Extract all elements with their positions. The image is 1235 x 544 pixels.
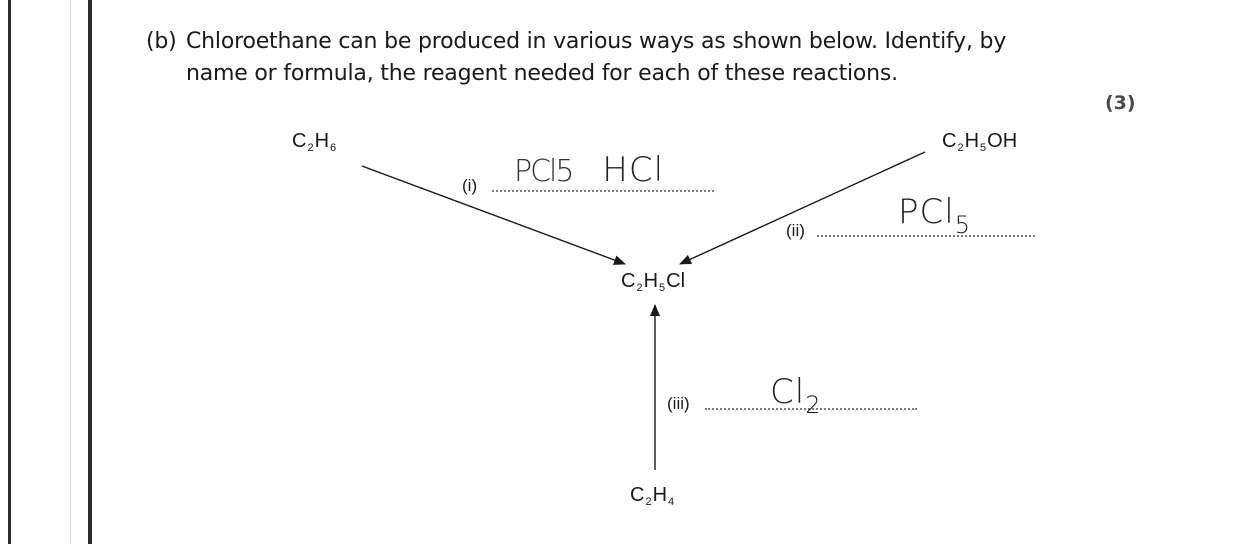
answer-iii: Cl2: [770, 372, 821, 419]
question-line-2: name or formula, the reagent needed for …: [186, 61, 898, 86]
formula-chloroethane-h-sub: 5: [659, 282, 666, 294]
arrow-ethane-to-chloroethane: [361, 165, 626, 265]
formula-ethene-c-sub: 2: [645, 496, 652, 508]
formula-ethene: C2H4: [630, 484, 675, 508]
formula-chloroethane-c-sub: 2: [636, 282, 643, 294]
answer-ii-sub: 5: [954, 211, 971, 239]
answer-iii-text: Cl: [770, 372, 806, 412]
answer-ii: PCl5: [898, 192, 971, 239]
formula-chloroethane-c: C: [621, 270, 636, 292]
formula-ethanol-rest: OH: [987, 130, 1018, 152]
question-line-1-text: Chloroethane can be produced in various …: [186, 29, 1007, 54]
formula-ethanol-h-sub: 5: [980, 142, 987, 154]
question-text: (b) Chloroethane can be produced in vario…: [146, 26, 1046, 90]
formula-ethanol-h: H: [964, 130, 980, 152]
formula-ethanol: C2H5OH: [942, 130, 1017, 154]
formula-ethane-h-sub: 6: [330, 142, 337, 154]
formula-chloroethane-h: H: [643, 270, 659, 292]
page-margin-bar: [8, 0, 11, 544]
page-margin-bar-inner: [88, 0, 92, 544]
answer-i: PCl5 HCl: [514, 150, 664, 197]
formula-ethane: C2H6: [292, 130, 337, 154]
answer-iii-sub: 2: [805, 391, 822, 419]
formula-ethane-c: C: [292, 130, 307, 152]
reaction-label-iii: (iii): [667, 394, 690, 413]
formula-ethane-h: H: [314, 130, 330, 152]
reaction-label-ii: (ii): [786, 221, 805, 240]
answer-i-text: HCl: [602, 150, 665, 190]
formula-ethane-c-sub: 2: [307, 142, 314, 154]
marks-label: (3): [1105, 92, 1136, 114]
answer-ii-text: PCl: [898, 192, 955, 232]
formula-chloroethane: C2H5Cl: [621, 270, 685, 294]
formula-ethene-h: H: [652, 484, 668, 506]
arrow-ethanol-to-chloroethane: [679, 151, 926, 265]
question-part-label: (b): [146, 29, 177, 54]
answer-i-crossed-out: PCl5: [514, 154, 574, 189]
formula-ethene-c: C: [630, 484, 645, 506]
formula-ethanol-c: C: [942, 130, 957, 152]
page-margin-rule: [70, 0, 71, 544]
formula-ethene-h-sub: 4: [668, 496, 675, 508]
formula-ethanol-c-sub: 2: [957, 142, 964, 154]
formula-chloroethane-rest: Cl: [666, 270, 686, 292]
answer-line-i: [492, 190, 714, 192]
answer-line-iii: [705, 408, 917, 410]
answer-line-ii: [817, 235, 1035, 237]
question-line-1: (b) Chloroethane can be produced in vario…: [146, 26, 1046, 58]
reaction-label-i: (i): [462, 176, 478, 195]
